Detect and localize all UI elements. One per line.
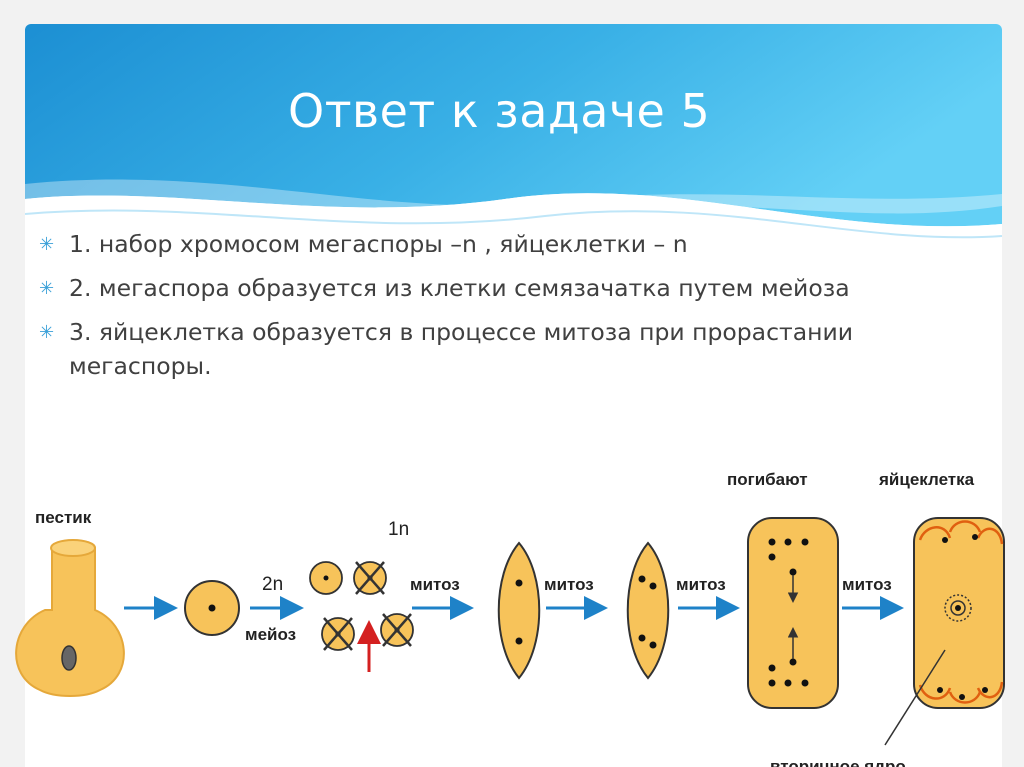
antipodal-cells (918, 520, 1004, 545)
label-secondary-nucleus: вторичное ядро (770, 757, 906, 767)
nucleus (208, 604, 216, 612)
egg-apparatus (918, 681, 1004, 704)
bullet-star-icon: ✳ (39, 278, 55, 299)
header-wave-banner (25, 24, 1002, 274)
bullet-item: ✳2. мегаспора образуется из клетки семяз… (39, 271, 979, 305)
bullet-item: ✳3. яйцеклетка образуется в процессе мит… (39, 318, 854, 380)
label-2n: 2n (262, 574, 283, 595)
bullet-list: ✳1. набор хромосом мегаспоры –n , яйцекл… (39, 227, 979, 393)
label-mitosis-4: митоз (842, 575, 892, 594)
bullet-star-icon: ✳ (39, 322, 55, 343)
embryo-sac-8-nuclei (747, 517, 839, 709)
embryo-sac-4-nuclei (626, 541, 670, 680)
label-egg-cell: яйцеклетка (878, 470, 975, 489)
label-1n: 1n (388, 519, 409, 540)
embryo-sac-2-nuclei (497, 541, 541, 680)
label-mitosis-1: митоз (410, 575, 460, 594)
tetrad (309, 561, 414, 651)
label-die: погибают (727, 470, 808, 489)
slide-title: Ответ к задаче 5 (288, 84, 711, 138)
bullet-item: ✳1. набор хромосом мегаспоры –n , яйцекл… (39, 227, 979, 261)
bullet-star-icon: ✳ (39, 234, 55, 255)
label-mitosis-2: митоз (544, 575, 594, 594)
secondary-nucleus-icon (944, 594, 972, 622)
label-pistil: пестик (35, 508, 92, 527)
label-mitosis-3: митоз (676, 575, 726, 594)
slide: Ответ к задаче 5 ✳1. набор хромосом мега… (25, 24, 1002, 767)
pointer-line (884, 649, 946, 746)
label-meiosis: мейоз (245, 625, 296, 644)
ovule-icon (61, 645, 77, 671)
pistil-shape (15, 539, 125, 697)
